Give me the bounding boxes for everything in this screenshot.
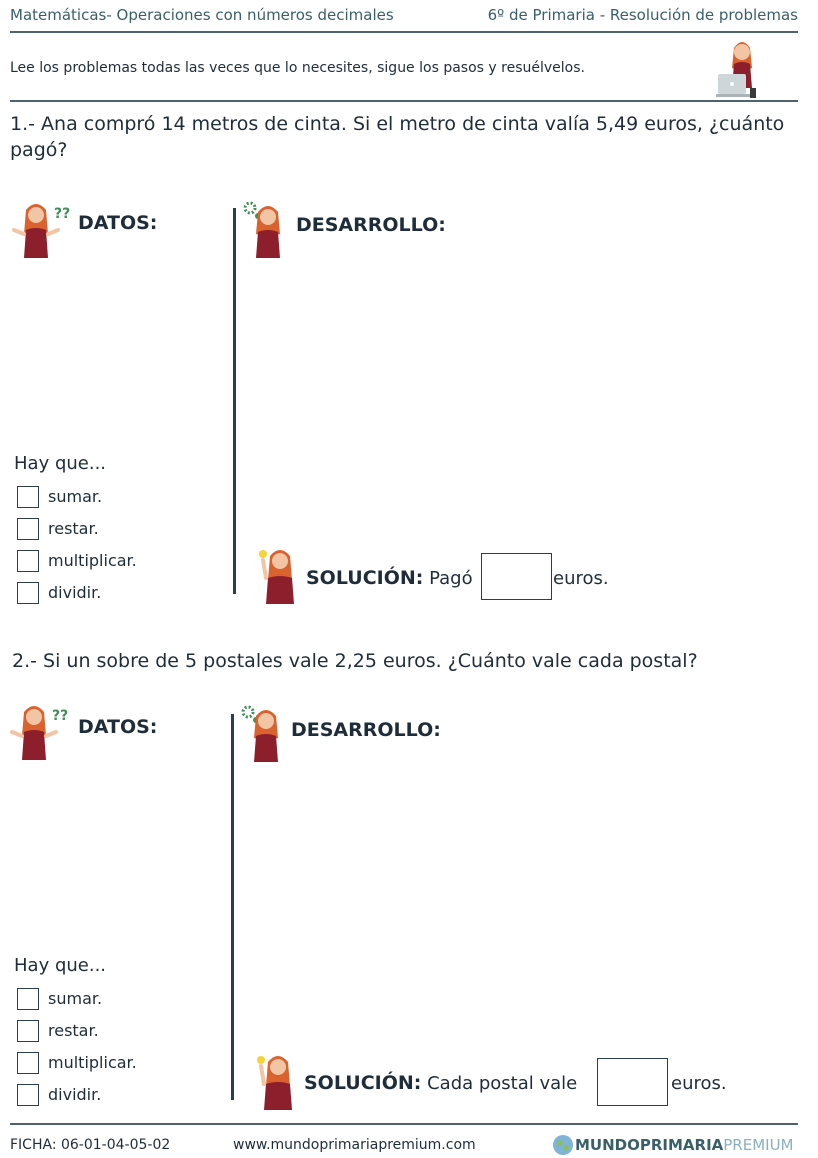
- thinking-girl-icon: ??: [12, 200, 74, 260]
- thinking-girl-icon: ??: [10, 702, 72, 762]
- option-label: multiplicar.: [48, 551, 137, 570]
- solucion-post: euros.: [671, 1073, 727, 1094]
- desarrollo-label: DESARROLLO:: [291, 719, 441, 741]
- answer-box[interactable]: [597, 1058, 668, 1106]
- solucion-label: SOLUCIÓN:: [304, 1072, 422, 1094]
- solucion-pre: Cada postal vale: [427, 1073, 578, 1094]
- svg-text:??: ??: [52, 708, 68, 724]
- idea-girl-icon: [254, 1052, 298, 1112]
- gears-girl-icon: [240, 704, 286, 764]
- ficha-code: FICHA: 06-01-04-05-02: [10, 1137, 171, 1153]
- website-link[interactable]: www.mundoprimariapremium.com: [233, 1137, 476, 1153]
- solucion-line: SOLUCIÓN: Cada postal vale: [304, 1072, 577, 1094]
- checkbox[interactable]: [17, 1052, 39, 1074]
- checkbox[interactable]: [17, 486, 39, 508]
- brand-logo: MUNDOPRIMARIAPREMIUM: [575, 1136, 794, 1154]
- hay-que-label: Hay que...: [14, 955, 107, 976]
- checkbox[interactable]: [17, 1084, 39, 1106]
- intro-divider: [10, 100, 798, 102]
- instructions: Lee los problemas todas las veces que lo…: [10, 60, 585, 76]
- problem-2-question: 2.- Si un sobre de 5 postales vale 2,25 …: [12, 650, 698, 672]
- solucion-line: SOLUCIÓN: Pagó: [306, 567, 473, 589]
- problem-2-divider: [231, 714, 234, 1100]
- globe-icon: [552, 1134, 574, 1156]
- brand-suffix: PREMIUM: [723, 1136, 794, 1154]
- checkbox[interactable]: [17, 518, 39, 540]
- solucion-pre: Pagó: [429, 568, 473, 589]
- checkbox[interactable]: [17, 550, 39, 572]
- solucion-label: SOLUCIÓN:: [306, 567, 424, 589]
- answer-box[interactable]: [481, 553, 552, 600]
- option-label: restar.: [48, 1021, 99, 1040]
- option-label: dividir.: [48, 583, 102, 602]
- option-label: dividir.: [48, 1085, 102, 1104]
- datos-label: DATOS:: [78, 716, 158, 738]
- footer-divider: [10, 1123, 798, 1125]
- worksheet-subject: Matemáticas- Operaciones con números dec…: [10, 6, 394, 24]
- checkbox[interactable]: [17, 582, 39, 604]
- svg-text:??: ??: [54, 206, 70, 222]
- girl-laptop-illustration: [716, 38, 768, 100]
- solucion-post: euros.: [553, 568, 609, 589]
- brand-name: MUNDOPRIMARIA: [575, 1136, 724, 1154]
- option-label: multiplicar.: [48, 1053, 137, 1072]
- option-label: restar.: [48, 519, 99, 538]
- problem-1-question: 1.- Ana compró 14 metros de cinta. Si el…: [10, 113, 785, 161]
- problem-1-divider: [233, 208, 236, 594]
- gears-girl-icon: [242, 200, 288, 260]
- option-label: sumar.: [48, 487, 103, 506]
- hay-que-label: Hay que...: [14, 453, 107, 474]
- worksheet-level: 6º de Primaria - Resolución de problemas: [487, 6, 798, 24]
- datos-label: DATOS:: [78, 212, 158, 234]
- checkbox[interactable]: [17, 988, 39, 1010]
- desarrollo-label: DESARROLLO:: [296, 214, 446, 236]
- checkbox[interactable]: [17, 1020, 39, 1042]
- option-label: sumar.: [48, 989, 103, 1008]
- header-divider: [10, 31, 798, 33]
- idea-girl-icon: [256, 546, 300, 606]
